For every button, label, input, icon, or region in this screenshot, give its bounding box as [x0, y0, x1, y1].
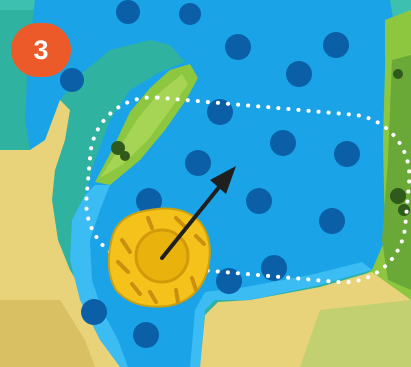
rock [334, 141, 360, 167]
rock [319, 208, 345, 234]
shrub [390, 188, 406, 204]
game-token[interactable] [109, 209, 210, 307]
rock [323, 32, 349, 58]
rock [133, 322, 159, 348]
rock [185, 150, 211, 176]
rock [116, 0, 140, 24]
rock [286, 61, 312, 87]
shrub [120, 151, 130, 161]
shrub [393, 69, 403, 79]
shrub [398, 204, 410, 216]
rock [81, 299, 107, 325]
rock [270, 130, 296, 156]
rock [225, 34, 251, 60]
rock [261, 255, 287, 281]
step-number-label: 3 [33, 35, 48, 66]
rock [179, 3, 201, 25]
rock [246, 188, 272, 214]
rock [60, 68, 84, 92]
step-number-badge: 3 [11, 23, 71, 77]
